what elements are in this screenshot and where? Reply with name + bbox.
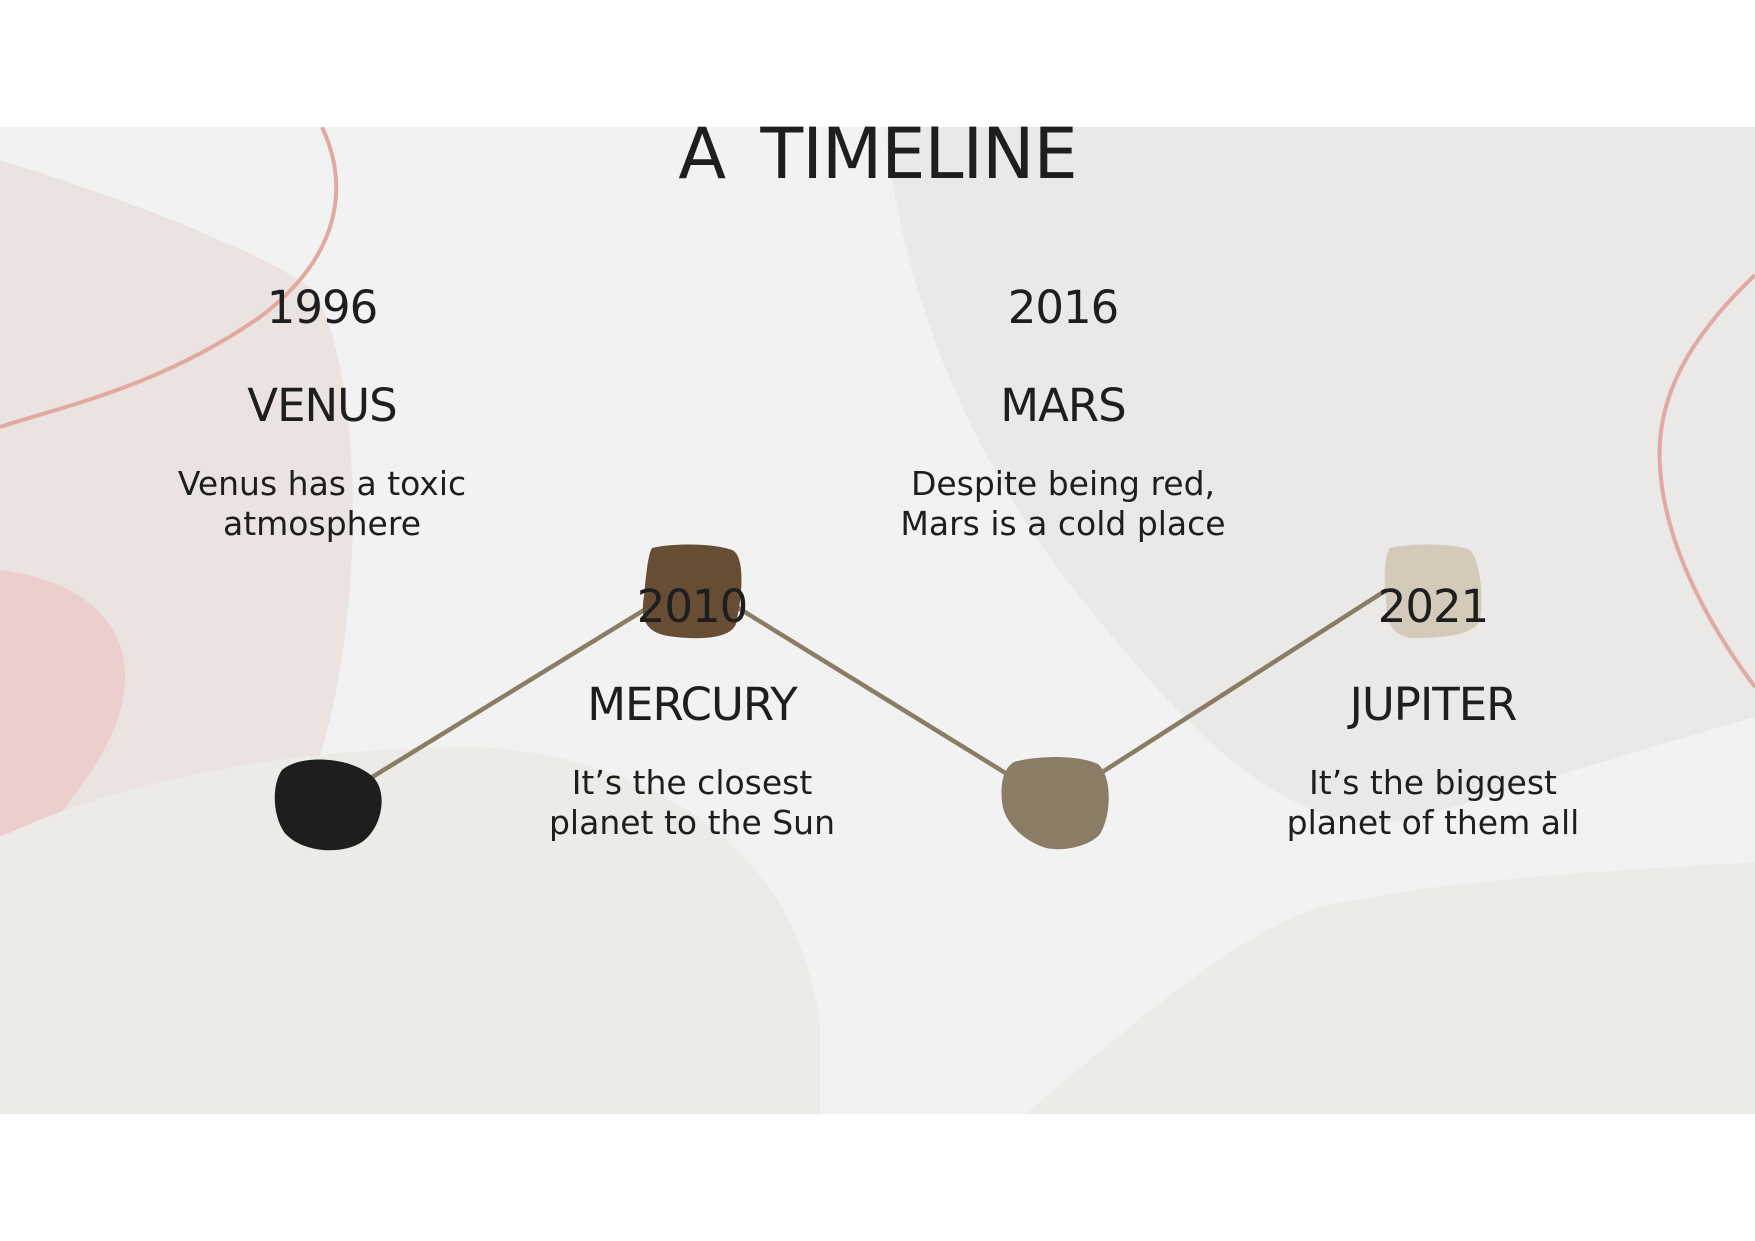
event-year: 2021: [1377, 580, 1490, 633]
beige-blob-bottom-right: [1025, 862, 1755, 1114]
event-mars: 2016 MARS Despite being red, Mars is a c…: [883, 280, 1243, 544]
background-shapes: [0, 127, 1755, 1114]
event-year: 2010: [636, 580, 749, 633]
event-name: MARS: [1000, 379, 1126, 432]
marker-mars: [1001, 757, 1109, 850]
event-description: Venus has a toxic atmosphere: [177, 464, 467, 543]
event-year: 2016: [1007, 281, 1120, 334]
accent-curve-right: [1657, 273, 1755, 689]
event-name: VENUS: [247, 379, 397, 432]
marker-venus: [274, 759, 382, 851]
event-description: It’s the closest planet to the Sun: [548, 763, 836, 842]
event-description: It’s the biggest planet of them all: [1286, 763, 1580, 842]
slide-title: A TIMELINE: [678, 113, 1077, 195]
event-name: MERCURY: [587, 678, 798, 731]
event-jupiter: 2021 JUPITER It’s the biggest planet of …: [1253, 579, 1613, 843]
event-year: 1996: [266, 281, 379, 334]
accent-curve-left: [0, 127, 339, 429]
event-description: Despite being red, Mars is a cold place: [900, 464, 1226, 543]
event-name: JUPITER: [1349, 678, 1518, 731]
beige-blob-bottom-left: [0, 747, 820, 1114]
event-venus: 1996 VENUS Venus has a toxic atmosphere: [142, 280, 502, 544]
timeline-connector-line: [328, 577, 1404, 806]
marker-jupiter: [1384, 544, 1482, 638]
gray-blob-top-right: [885, 127, 1755, 823]
rose-blob: [0, 570, 125, 850]
marker-mercury: [642, 544, 742, 639]
event-mercury: 2010 MERCURY It’s the closest planet to …: [512, 579, 872, 843]
